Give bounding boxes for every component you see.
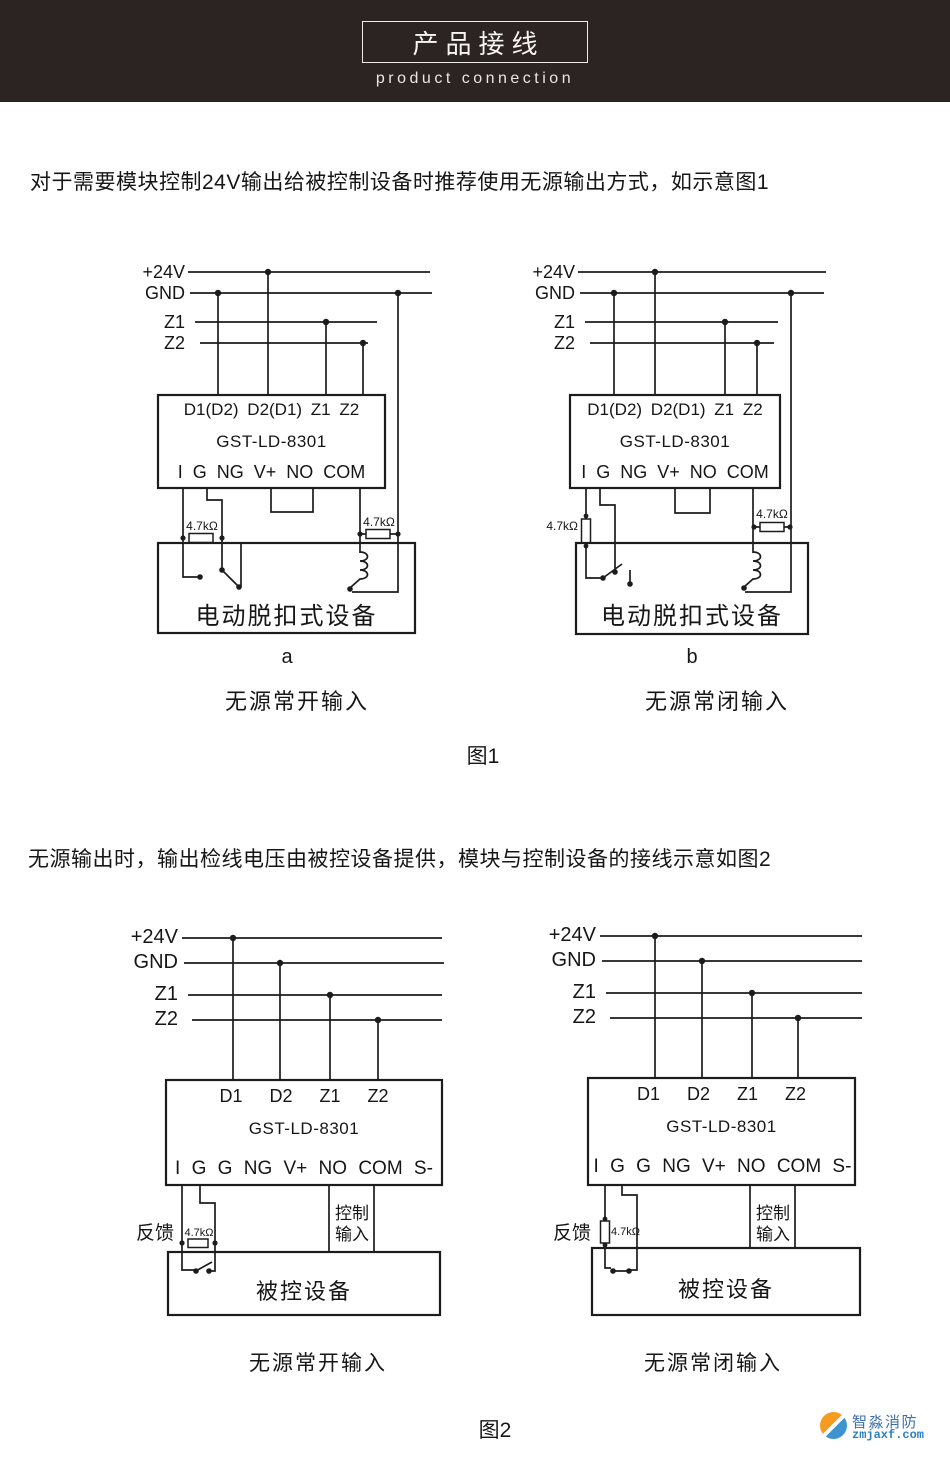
page-title: 产品接线 [412,28,545,59]
fig2a-module-pins-top: D1 D2 Z1 Z2 [219,1086,389,1106]
fig2b-bus-gnd: GND [551,949,596,971]
fig1b-device-label: 电动脱扣式设备 [601,603,783,630]
fig1a-module-pins-top: D1(D2) D2(D1) Z1 Z2 [183,400,360,419]
watermark-site: zmjaxf.com [852,1428,925,1442]
fig1b-bus-z1: Z1 [553,312,575,332]
fig2b-control-label-line2: 输入 [756,1225,790,1244]
fig1b-bus-24v: +24V [532,262,575,282]
fig2b-module-pins-bottom: I G G NG V+ NO COM S- [593,1156,852,1177]
fig2a-module-model: GST-LD-8301 [248,1119,360,1138]
fig2b-feedback-label: 反馈 [553,1223,592,1244]
brand-logo-icon [820,1412,847,1439]
fig2a-control-label-line1: 控制 [335,1204,369,1223]
fig2a-bus-z1: Z1 [154,983,178,1005]
intro-paragraph-2: 无源输出时，输出检线电压由被控设备提供，模块与控制设备的接线示意如图2 [28,848,772,871]
fig1b-tag: b [686,646,698,668]
fig1b-bus-z2: Z2 [553,333,575,353]
title-box: 产品接线 [362,21,588,63]
fig1b-bus-gnd: GND [535,283,575,303]
page-subtitle: product connection [375,70,575,87]
fig1-caption: 图1 [466,745,500,768]
fig2b-module-pins-top: D1 D2 Z1 Z2 [636,1084,807,1104]
fig1a-bus-z2: Z2 [163,333,185,353]
fig1b-module-model: GST-LD-8301 [619,432,731,451]
fig2a-device-label: 被控设备 [255,1279,352,1304]
fig1a-bus-24v: +24V [142,262,185,282]
fig1b-caption: 无源常闭输入 [644,689,789,714]
fig1a-device-label: 电动脱扣式设备 [195,603,378,630]
fig2a-control-label-line2: 输入 [335,1225,369,1244]
watermark-brand: 智淼消防 [852,1414,919,1431]
fig2b-caption: 无源常闭输入 [644,1352,782,1375]
fig1a-resistor-right-label: 4.7kΩ [363,515,395,529]
fig2a-caption: 无源常开输入 [249,1352,387,1375]
intro-paragraph-1: 对于需要模块控制24V输出给被控制设备时推荐使用无源输出方式，如示意图1 [30,171,770,194]
fig2a-module-pins-bottom: I G G NG V+ NO COM S- [175,1158,433,1179]
fig2a-resistor-label: 4.7kΩ [184,1227,214,1239]
fig1b-resistor-left-label: 4.7kΩ [546,519,578,533]
fig1a-tag: a [281,646,293,668]
fig2-caption: 图2 [478,1419,512,1442]
fig2a-bus-24v: +24V [130,926,178,948]
fig1a-module-model: GST-LD-8301 [216,432,327,451]
fig2a-bus-z2: Z2 [154,1008,178,1030]
fig2b-control-label-line1: 控制 [756,1204,790,1223]
fig2b-bus-z1: Z1 [572,981,596,1003]
fig1a-bus-gnd: GND [145,283,185,303]
fig2b-device-label: 被控设备 [677,1277,774,1302]
fig1a-bus-z1: Z1 [163,312,185,332]
fig1b-resistor-right-label: 4.7kΩ [756,507,788,521]
fig1b-module-pins-top: D1(D2) D2(D1) Z1 Z2 [587,400,763,419]
fig2b-resistor-label: 4.7kΩ [611,1226,641,1238]
fig2b-bus-24v: +24V [548,924,596,946]
fig1a-caption: 无源常开输入 [224,689,369,714]
fig2a-bus-gnd: GND [133,951,178,973]
fig2a-feedback-label: 反馈 [136,1223,175,1244]
fig2b-bus-z2: Z2 [572,1006,596,1028]
fig2b-module-model: GST-LD-8301 [666,1117,777,1136]
watermark: 智淼消防 zmjaxf.com [820,1410,940,1444]
fig1b-module-pins-bottom: I G NG V+ NO COM [581,462,769,482]
header-banner: 产品接线 product connection [0,0,950,102]
fig1a-resistor-left-label: 4.7kΩ [186,519,218,533]
fig1a-module-pins-bottom: I G NG V+ NO COM [177,462,366,482]
